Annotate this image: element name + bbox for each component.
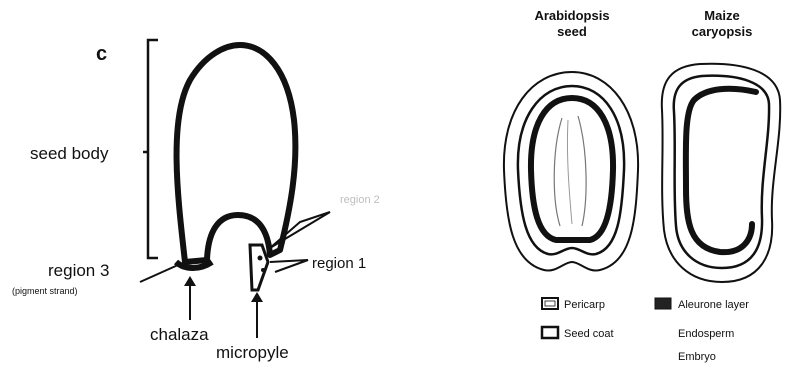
legend-swatch-seed-coat [542, 327, 558, 338]
arabidopsis-title-line2: seed [557, 24, 587, 39]
maize-title-line2: caryopsis [692, 24, 753, 39]
region-1-label: region 1 [312, 255, 366, 272]
legend-label-embryo: Embryo [678, 351, 716, 363]
legend-label-pericarp: Pericarp [564, 299, 605, 311]
seed-body-bracket [148, 40, 158, 258]
arabidopsis-embryo-3 [567, 120, 572, 224]
chalaza-arrowhead [184, 276, 196, 286]
legend-label-aleurone: Aleurone layer [678, 299, 749, 311]
arabidopsis-embryo-2 [578, 116, 586, 226]
seed-body-outline [177, 45, 296, 262]
micropyle-arrowhead [251, 292, 263, 302]
legend-label-endosperm: Endosperm [678, 328, 734, 340]
seed-body-diagram: c seed body [12, 40, 380, 362]
legend-swatch-aleurone [655, 298, 671, 309]
seed-body-label: seed body [30, 144, 109, 163]
region-2-pointer [270, 212, 330, 248]
panel-label: c [96, 43, 107, 65]
arabidopsis-title-line1: Arabidopsis [534, 8, 609, 23]
chalaza-label: chalaza [150, 325, 209, 344]
micropyle-dot [258, 256, 263, 261]
arabidopsis-seed-diagram: Arabidopsis seed [504, 8, 638, 271]
legend-label-seed-coat: Seed coat [564, 328, 614, 340]
legend-swatch-pericarp [542, 298, 558, 309]
legend: Pericarp Seed coat Aleurone layer Endosp… [542, 298, 749, 363]
region-3-sublabel: (pigment strand) [12, 286, 78, 296]
region-3-label: region 3 [48, 261, 109, 280]
region-3-pointer [140, 265, 178, 282]
micropyle-structure [250, 245, 268, 290]
maize-caryopsis-diagram: Maize caryopsis [662, 8, 780, 282]
arabidopsis-embryo-1 [554, 118, 562, 226]
region-2-faint-label: region 2 [340, 194, 380, 206]
region-1-pointer [270, 260, 308, 272]
maize-title-line1: Maize [704, 8, 739, 23]
maize-aleurone [686, 89, 756, 252]
micropyle-label: micropyle [216, 343, 289, 362]
micropyle-dot-2 [261, 268, 265, 272]
